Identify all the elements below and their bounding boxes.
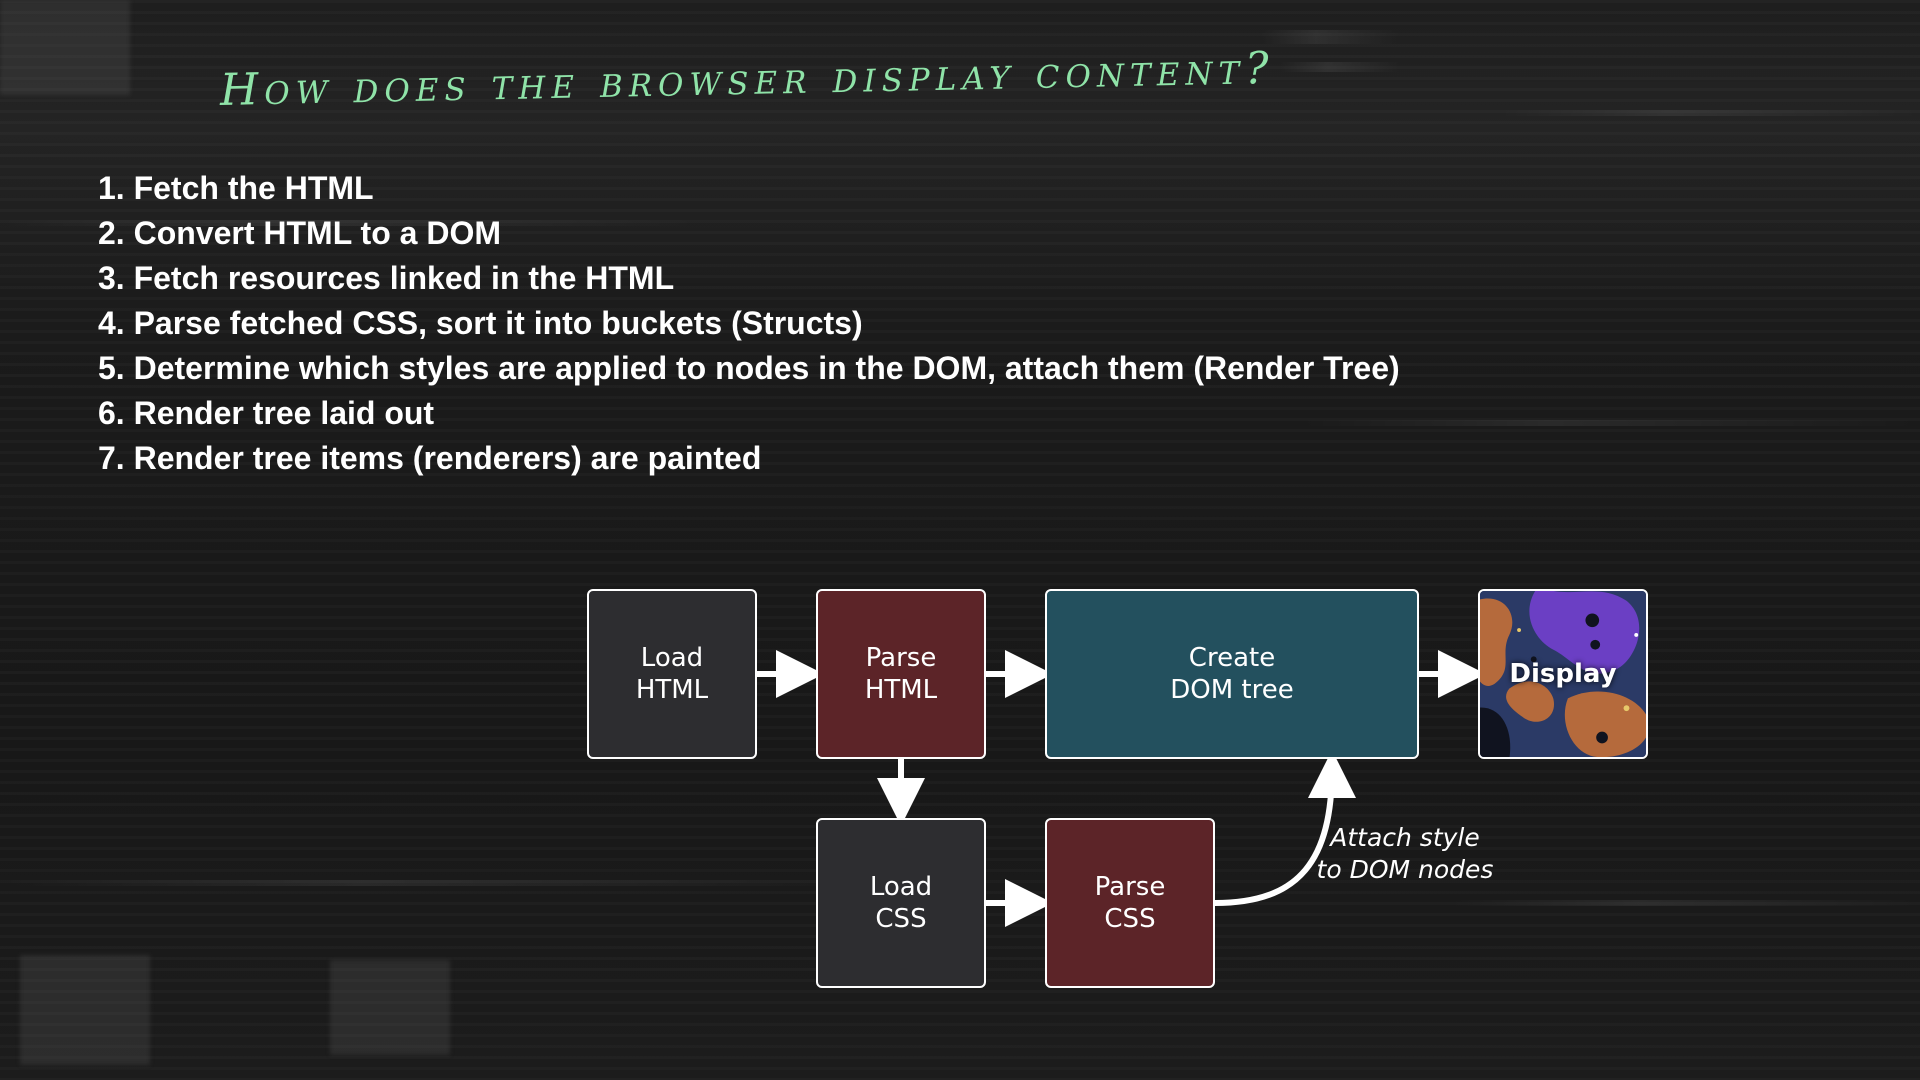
display-abstract-art <box>1480 591 1646 757</box>
parse-css-label: Parse CSS <box>1094 872 1166 934</box>
background-blotch <box>330 960 450 1055</box>
background-blotch <box>0 0 130 95</box>
background-streak <box>0 880 900 886</box>
display-label: Display <box>1509 659 1617 689</box>
step-item: 5. Determine which styles are applied to… <box>98 350 1400 386</box>
background-streak <box>1450 900 1920 906</box>
load-css-box: Load CSS <box>816 818 986 988</box>
parse-html-box: Parse HTML <box>816 589 986 759</box>
load-html-box: Load HTML <box>587 589 757 759</box>
background-streak <box>0 220 700 226</box>
steps-list: 1. Fetch the HTML 2. Convert HTML to a D… <box>98 166 1400 481</box>
load-css-label: Load CSS <box>869 872 933 934</box>
parse-html-label: Parse HTML <box>864 643 938 705</box>
background-streak <box>1280 62 1400 72</box>
attach-style-annotation: Attach style to DOM nodes <box>1316 823 1494 884</box>
step-item: 2. Convert HTML to a DOM <box>98 215 501 251</box>
background-streak <box>1260 30 1400 44</box>
step-item: 7. Render tree items (renderers) are pai… <box>98 440 762 476</box>
step-item: 1. Fetch the HTML <box>98 170 374 206</box>
background-blotch <box>20 955 150 1065</box>
step-item: 6. Render tree laid out <box>98 395 435 431</box>
step-item: 3. Fetch resources linked in the HTML <box>98 260 675 296</box>
create-dom-tree-box: Create DOM tree <box>1045 589 1419 759</box>
parse-css-box: Parse CSS <box>1045 818 1215 988</box>
create-dom-tree-label: Create DOM tree <box>1170 643 1294 705</box>
display-box: Display <box>1478 589 1648 759</box>
background-streak <box>1300 420 1920 426</box>
load-html-label: Load HTML <box>635 643 709 705</box>
background-streak <box>1500 110 1920 116</box>
arrow-parse-css-to-create-dom <box>1214 750 1356 906</box>
step-item: 4. Parse fetched CSS, sort it into bucke… <box>98 305 863 341</box>
